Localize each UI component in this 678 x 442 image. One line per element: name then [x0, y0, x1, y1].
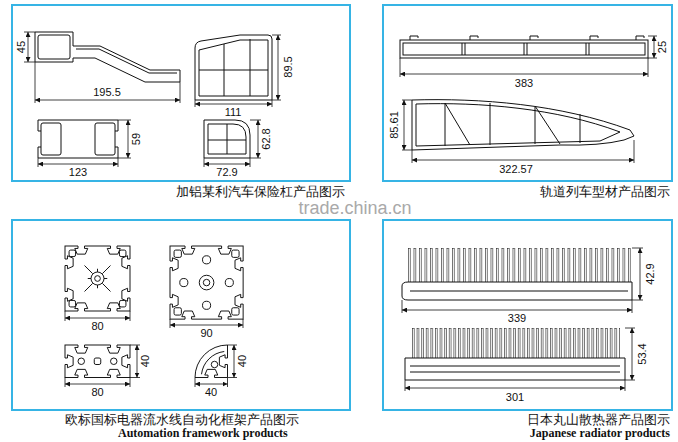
caption: 日本丸山散热器产品图示: [527, 413, 670, 426]
rail-profile: [400, 40, 648, 58]
dimension-label: 40: [140, 355, 151, 367]
caption: 欧标国标电器流水线自动化框架产品图示: [65, 413, 299, 426]
dimension-label: 62.8: [261, 128, 272, 149]
dimension-label: 25: [657, 41, 668, 53]
radiator-base: [405, 358, 625, 380]
profile-clip: [410, 36, 644, 40]
panel-frame: [12, 5, 350, 181]
dimension-label: 301: [506, 392, 524, 403]
dimension-label: 59: [131, 133, 142, 145]
framework-profile: [64, 245, 131, 312]
radiator-base: [402, 282, 632, 300]
caption: Japanese radiator products: [530, 427, 670, 439]
dimension-label: 383: [515, 78, 533, 89]
panel-frame: [383, 220, 672, 410]
framework-profile: [169, 245, 244, 320]
caption: Automation framework products: [118, 427, 288, 439]
profile-chamber: [38, 35, 70, 59]
dimension-label: 40: [205, 387, 217, 398]
profile-wall: [403, 43, 645, 55]
dimension-label: 85.61: [389, 111, 400, 139]
radiator-fins: [408, 248, 632, 282]
radiator-base-line: [410, 291, 628, 292]
bumper-profile: [38, 120, 118, 158]
profile-web: [462, 43, 589, 55]
bumper-profile: [35, 32, 180, 82]
profile-web: [199, 39, 268, 96]
dimension-lines: [24, 32, 281, 167]
dimension-label: 90: [200, 328, 212, 339]
dimension-label: 339: [508, 313, 526, 324]
dimension-label: 72.9: [216, 167, 237, 178]
dimension-label: 80: [91, 321, 103, 332]
profile-chamber: [41, 123, 61, 155]
profile-web: [445, 103, 580, 146]
profile-chamber: [95, 123, 115, 155]
dimension-label: 195.5: [93, 87, 121, 98]
profile-wall: [208, 124, 246, 154]
radiator-fins: [412, 328, 620, 358]
framework-profile: [64, 344, 131, 379]
dimension-lines: [65, 311, 243, 387]
panel-frame: [12, 220, 350, 410]
dimension-label: 40: [237, 355, 248, 367]
bumper-profile: [195, 35, 272, 100]
rail-profiles: [400, 36, 648, 150]
caption: 加铝某利汽车保险杠产品图示: [176, 185, 345, 198]
dimension-label: 53.4: [637, 343, 648, 364]
dimension-label: 89.5: [283, 56, 294, 77]
bumper-profiles: [35, 32, 272, 158]
profile-wall: [76, 49, 177, 73]
airfoil-profile: [412, 100, 634, 150]
radiator-base-line: [410, 366, 620, 372]
dimension-label: 111: [225, 107, 242, 118]
radiator-profiles: [402, 248, 632, 380]
caption: 轨道列车型材产品图示: [540, 185, 670, 198]
dimension-label: 322.57: [499, 164, 533, 175]
profile-wall: [199, 40, 268, 96]
dimension-lines: [400, 36, 657, 163]
panel-frame: [383, 5, 672, 181]
dimension-lines: [402, 248, 643, 391]
framework-profile: [195, 345, 229, 379]
dimension-label: 45: [16, 41, 27, 53]
dimension-label: 42.9: [645, 263, 656, 284]
panel-frames: [12, 5, 672, 410]
watermark: trade.china.cn: [298, 199, 411, 217]
profile-wall: [416, 104, 620, 146]
dimension-label: 80: [91, 387, 103, 398]
bumper-profile: [204, 120, 250, 158]
dimension-label: 123: [69, 167, 87, 178]
